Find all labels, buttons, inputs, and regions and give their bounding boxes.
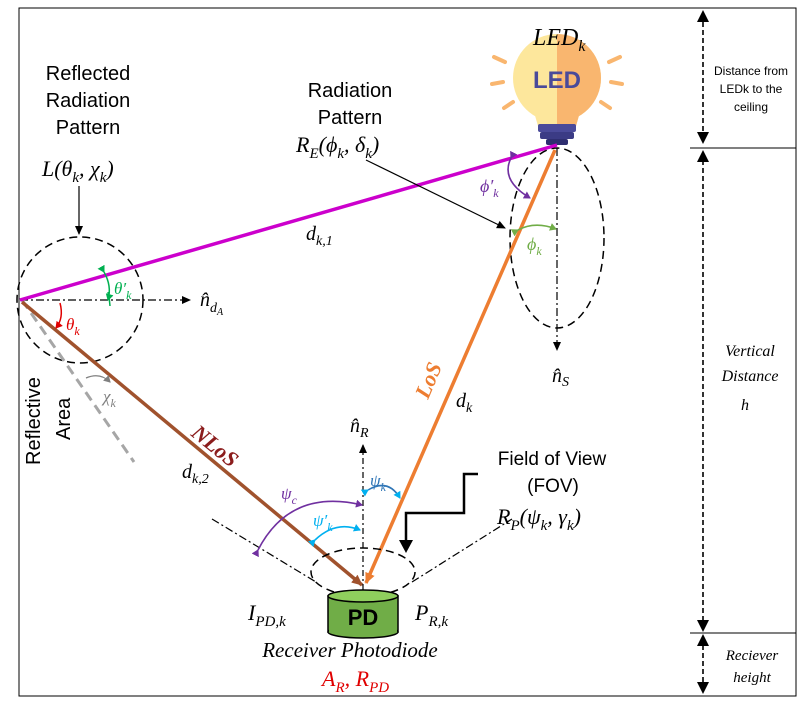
n-s-label: n̂S [552,365,569,390]
receiver-label: Receiver Photodiode [261,638,438,662]
dk-label: dk [456,390,473,416]
fov-label-line1: Field of View [498,449,607,470]
theta-arc [55,302,63,329]
dk1-magenta-line [19,143,558,302]
chi-label: χk [101,387,116,410]
bulb-text: LED [533,67,581,94]
los-orange-line [364,149,557,584]
distance-ceiling-line2: LEDk to the [720,82,783,96]
los-label: LoS [409,358,447,402]
pd-label: PD [348,605,379,630]
led-title: LEDk [532,25,586,55]
psi-prime-label: ψ′k [313,511,333,534]
psi-prime-arc [307,524,361,548]
fov-right-line [411,518,513,583]
dimension-ceiling [697,10,709,144]
n-da-label: n̂dA [200,289,224,318]
psi-c-arc [251,499,363,558]
fov-ellipse [310,547,416,597]
phi-prime-arc [507,150,531,199]
psi-c-label: ψc [281,484,298,507]
phi-prime-label: ϕ′k [480,176,499,200]
theta-label: θk [66,315,80,338]
vertical-distance-line1: Vertical [725,343,775,360]
reflected-function-label: L(θk, χk) [41,156,114,186]
dk2-label: dk,2 [182,461,209,487]
phi-label: ϕk [527,234,542,258]
p-r-label: PR,k [414,600,448,630]
fov-left-line [211,518,317,583]
fov-pointer-head [399,540,413,553]
radiation-pattern-line2: Pattern [318,107,382,129]
rp-function-label: RP(ψk, γk) [496,504,581,534]
outer-frame [18,7,797,697]
psi-label: ψk [370,471,387,494]
dk1-label: dk,1 [306,223,333,249]
n-r-label: n̂R [350,415,369,441]
led-bulb-icon [490,34,624,145]
reflective-label: Reflective [23,377,45,465]
fov-pointer [404,472,478,545]
area-label: Area [53,397,75,440]
reflected-pattern-line1: Reflected [46,63,131,85]
reflected-pattern-line3: Pattern [56,117,120,139]
theta-prime-label: θ′k [114,279,132,302]
receiver-height-line1: Reciever [725,648,779,664]
vertical-distance-line2: Distance [721,368,779,385]
radiation-function-label: RE(ϕk, δk) [295,132,379,162]
receiver-height-line2: height [733,670,771,686]
radiation-pattern-pointer [365,159,506,229]
pd-cylinder-icon [327,589,399,639]
ar-rpd-label: AR, RPD [320,666,389,696]
dimension-vertical [697,150,709,632]
phi-arc [510,223,557,237]
i-pd-label: IPD,k [247,600,286,630]
chi-arc [85,374,111,383]
dimension-receiver [697,634,709,694]
distance-ceiling-line3: ceiling [734,100,768,114]
distance-ceiling-line1: Distance from [714,64,788,78]
reflection-gray-line [20,299,136,463]
radiation-pattern-line1: Radiation [308,80,393,102]
fov-label-line2: (FOV) [527,476,579,497]
vertical-distance-h: h [741,397,749,414]
psi-arc [360,484,401,499]
theta-prime-arc-2 [97,264,114,301]
reflected-pattern-line2: Radiation [46,90,131,112]
nlos-brown-line [20,300,364,587]
